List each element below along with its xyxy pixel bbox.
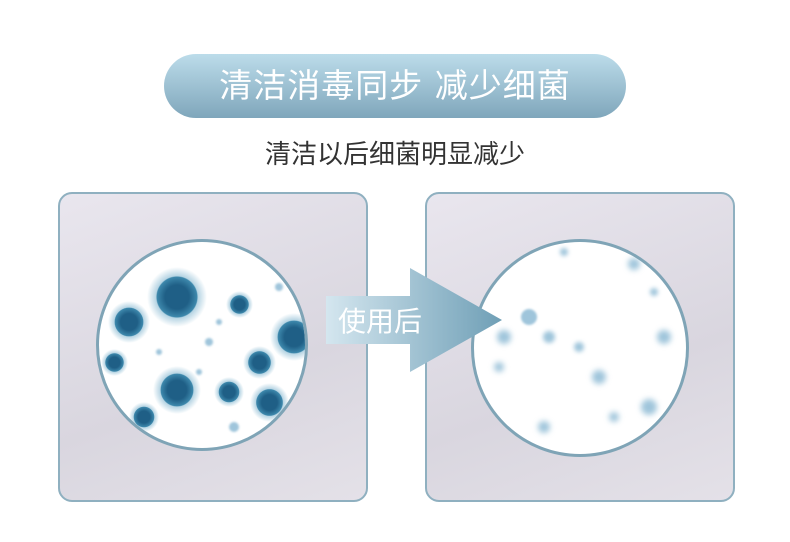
bacteria-dot [628,258,640,270]
before-bacteria-circle [96,239,308,451]
bacteria-icon [108,301,150,343]
bacteria-dot [538,421,550,433]
bacteria-icon [270,313,305,361]
after-use-label: 使用后 [338,305,423,338]
bacteria-dot [657,330,671,344]
bacteria-dot [497,330,511,344]
title-banner: 清洁消毒同步 减少细菌 [164,54,626,118]
bacteria-icon [153,366,201,414]
bacteria-dot [494,362,504,372]
bacteria-dot [156,349,162,355]
after-panel [425,192,735,502]
bacteria-dot [543,331,555,343]
arrow-icon [326,268,502,372]
bacteria-icon [249,382,289,422]
before-panel [58,192,368,502]
subtitle: 清洁以后细菌明显减少 [264,140,525,170]
bacteria-dot [574,342,584,352]
bacteria-dot [229,422,239,432]
bacteria-dot [560,248,568,256]
bacteria-dot [609,412,619,422]
bacteria-icon [225,290,253,318]
bacteria-dot [196,369,202,375]
bacteria-dot [205,338,213,346]
bacteria-dot [641,399,657,415]
bacteria-dot [650,288,658,296]
bacteria-dot [216,319,222,325]
bacteria-dot [592,370,606,384]
bacteria-icon [242,345,276,379]
bacteria-icon [214,377,244,407]
bacteria-icon [129,402,159,432]
bacteria-dot [275,283,283,291]
bacteria-dot [521,309,537,325]
bacteria-icon [147,267,207,327]
after-bacteria-circle [471,239,689,457]
bacteria-icon [100,348,128,376]
